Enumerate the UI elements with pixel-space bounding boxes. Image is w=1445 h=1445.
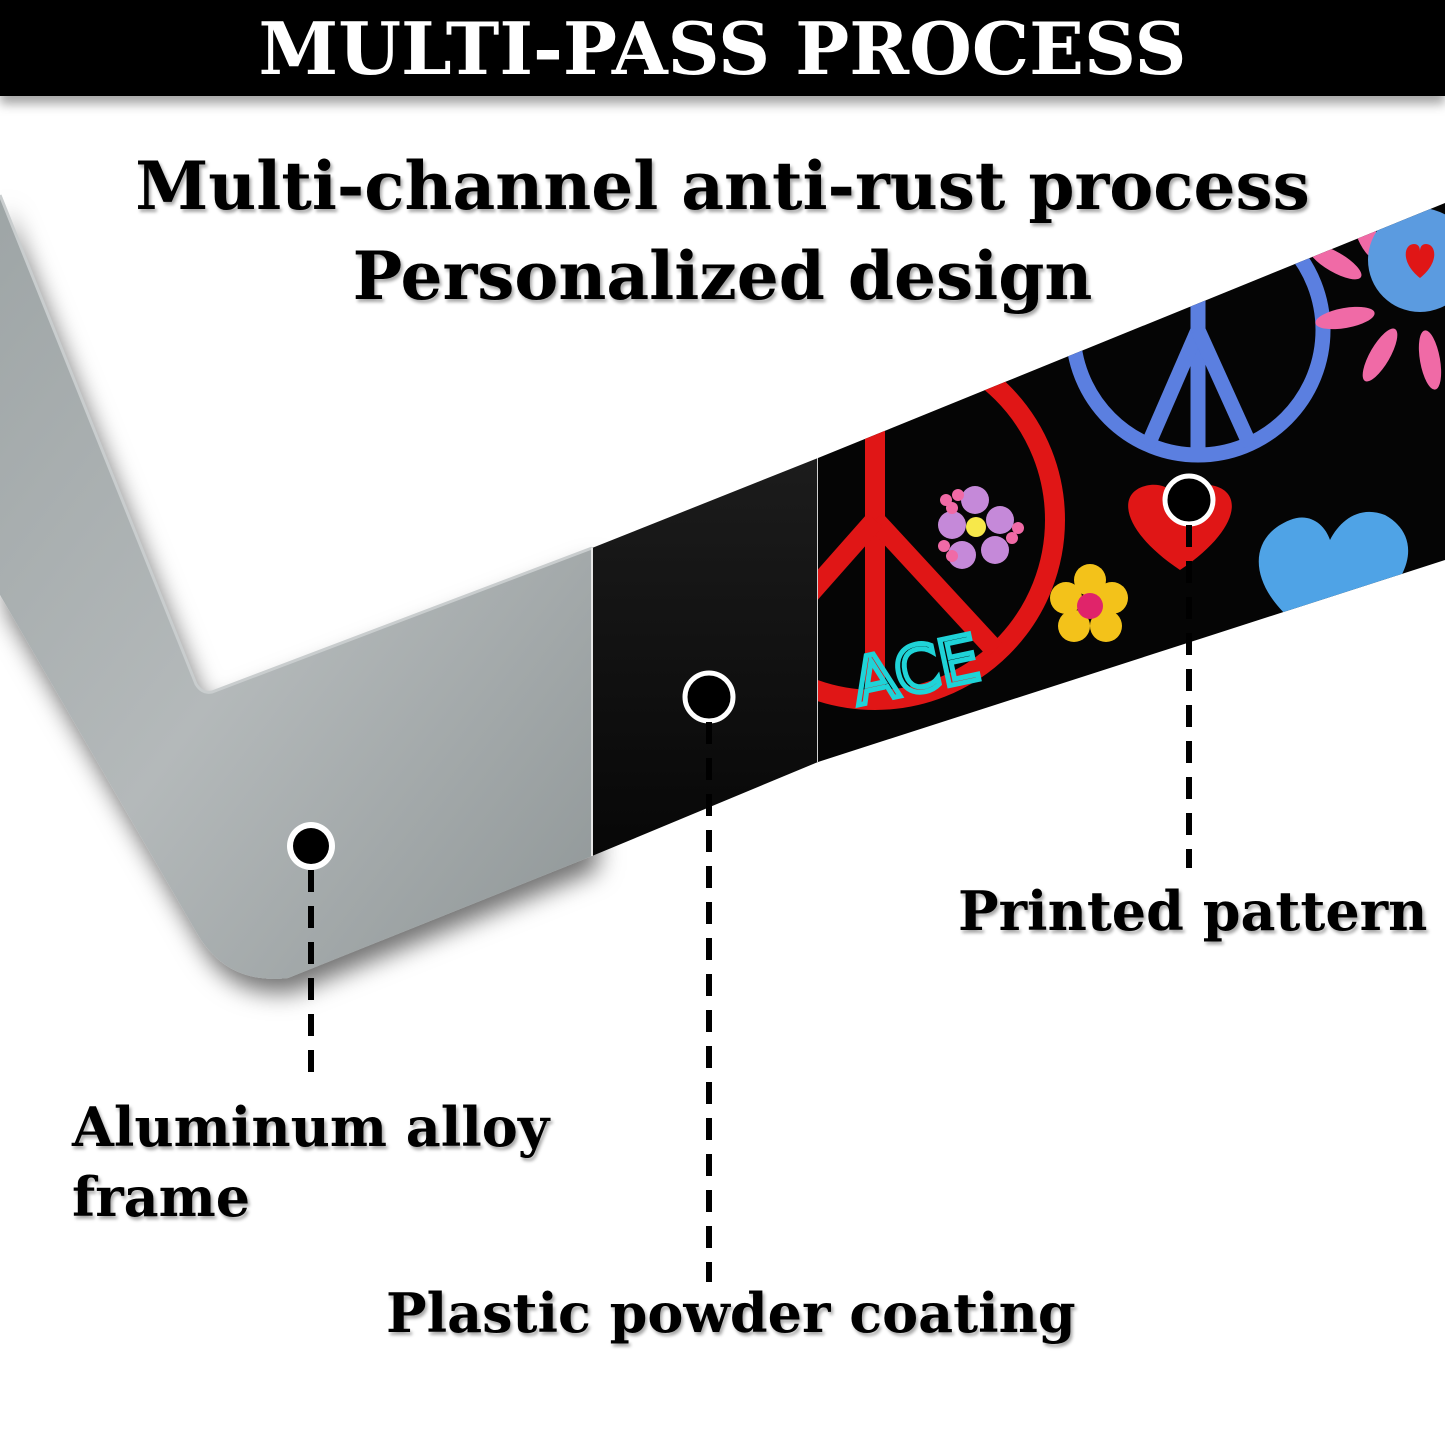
headline-personalized: Personalized design [352,237,1093,315]
label-printed-pattern: Printed pattern [958,879,1428,943]
yellow-flower [1050,564,1128,642]
title-banner: MULTI-PASS PROCESS [0,0,1445,96]
small-pink-flower-1 [938,489,1024,562]
headline-anti-rust: Multi-channel anti-rust process [135,147,1310,225]
marker-coating [682,670,736,724]
label-aluminum-text: Aluminum alloy frame [72,1095,550,1229]
label-plastic-powder-coating: Plastic powder coating [386,1281,1076,1345]
powder-coating-segment [592,458,818,856]
banner-title: MULTI-PASS PROCESS [258,6,1187,91]
aluminum-frame [0,195,592,979]
frame-inner-edge [0,194,593,694]
label-aluminum-alloy-frame: Aluminum alloy frame [72,1092,552,1232]
lavender-flower [938,486,1014,569]
marker-printed [1162,473,1216,527]
marker-aluminum [287,822,335,870]
red-heart-small [1405,244,1435,278]
